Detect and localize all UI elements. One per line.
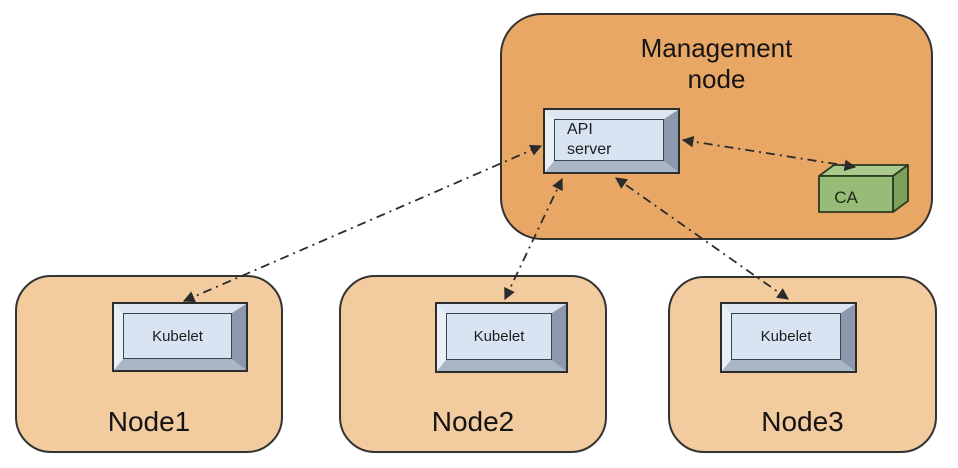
node-label-1: Node1: [107, 406, 191, 437]
kubelet-bevel-3: Kubelet: [722, 304, 855, 371]
node-label-2: Node2: [431, 406, 515, 437]
api-server-box: API server: [543, 108, 680, 174]
kubelet-face-3: Kubelet: [731, 313, 841, 360]
management-node-label: Management node: [640, 33, 793, 94]
kubelet-bevel-1: Kubelet: [114, 304, 246, 370]
kubelet-bevel-2: Kubelet: [437, 304, 566, 371]
api-server-face: API server: [554, 119, 664, 161]
kubelet-box-1: Kubelet: [112, 302, 248, 372]
kubelet-box-3: Kubelet: [720, 302, 857, 373]
kubelet-face-1: Kubelet: [123, 313, 232, 359]
api-server-bevel: API server: [545, 110, 678, 172]
api-server-label: API server: [567, 121, 612, 158]
kubelet-label-1: Kubelet: [152, 327, 203, 345]
kubelet-box-2: Kubelet: [435, 302, 568, 373]
node-label-3: Node3: [761, 406, 844, 437]
kubelet-label-2: Kubelet: [473, 328, 525, 345]
kubelet-label-3: Kubelet: [760, 328, 812, 345]
kubelet-face-2: Kubelet: [446, 313, 552, 360]
